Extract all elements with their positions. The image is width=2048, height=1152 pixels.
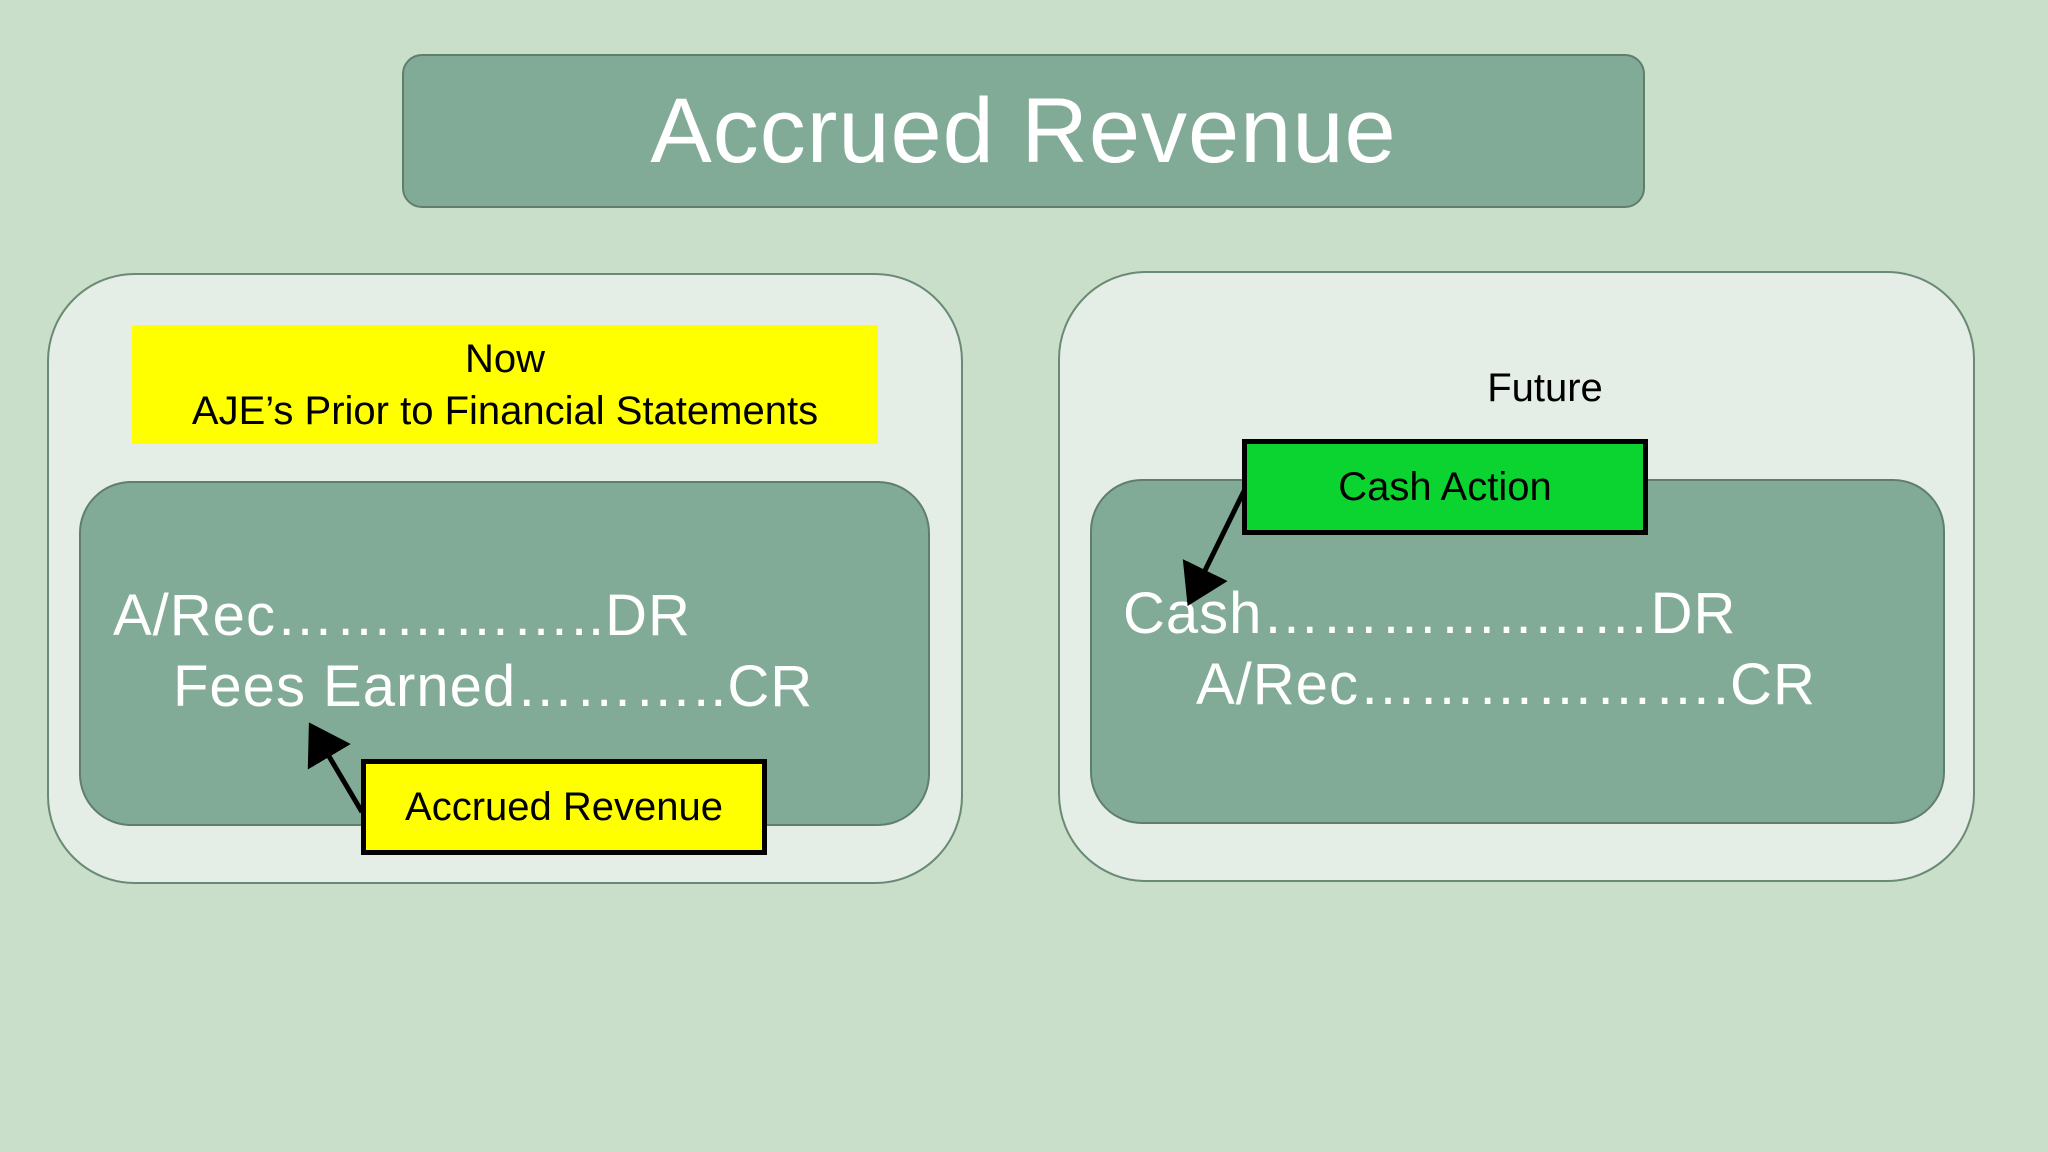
cash-action-callout-label: Cash Action	[1338, 464, 1552, 509]
now-debit-entry: A/Rec……………..DR	[113, 583, 691, 648]
future-debit-entry: Cash…………..……DR	[1123, 581, 1737, 646]
now-banner: Now AJE’s Prior to Financial Statements	[132, 325, 878, 444]
accrued-revenue-callout: Accrued Revenue	[361, 759, 767, 855]
slide-title: Accrued Revenue	[650, 79, 1397, 182]
cash-action-callout: Cash Action	[1242, 439, 1648, 535]
future-label: Future	[1487, 366, 1603, 410]
aje-label: AJE’s Prior to Financial Statements	[191, 388, 819, 433]
now-credit-entry: Fees Earned………..CR	[173, 654, 814, 719]
accrued-revenue-callout-label: Accrued Revenue	[405, 784, 723, 829]
title-box: Accrued Revenue	[402, 54, 1645, 208]
now-label: Now	[464, 336, 546, 381]
future-credit-entry: A/Rec……………….CR	[1196, 652, 1816, 717]
